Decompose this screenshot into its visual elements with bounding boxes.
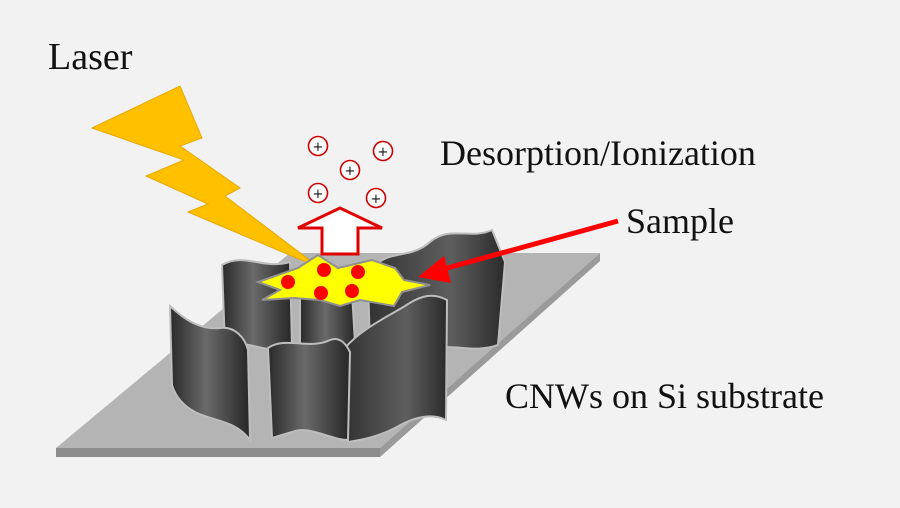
sample-particle — [317, 263, 331, 277]
positive-ion-icon — [339, 159, 361, 181]
positive-ion-icon — [365, 187, 387, 209]
ion-sign: + — [345, 164, 356, 179]
positive-ion-icon — [372, 140, 394, 162]
substrate-label: CNWs on Si substrate — [505, 376, 824, 416]
sample-pointer-arrow — [418, 218, 619, 283]
positive-ions — [307, 135, 394, 209]
lightning-bolt-icon — [90, 85, 321, 269]
nanowall — [266, 338, 352, 442]
sample-particle — [345, 284, 359, 298]
sample-particle — [314, 286, 328, 300]
laser-label: Laser — [48, 36, 133, 78]
sample-label: Sample — [626, 201, 734, 241]
ion-sign: + — [371, 192, 382, 207]
sample-particle — [351, 265, 365, 279]
up-arrow-icon — [297, 206, 383, 256]
ion-sign: + — [378, 145, 389, 160]
nanowall — [168, 303, 252, 444]
nanowall — [343, 294, 449, 444]
burst-icon — [255, 253, 431, 308]
ion-sign: + — [313, 187, 324, 202]
positive-ion-icon — [307, 135, 329, 157]
sample-particle — [281, 275, 295, 289]
sample-particles — [281, 263, 365, 300]
desorption-label: Desorption/Ionization — [440, 133, 756, 173]
ion-signs: + + + + + — [313, 140, 389, 207]
positive-ion-icon — [307, 182, 329, 204]
ion-sign: + — [313, 140, 324, 155]
